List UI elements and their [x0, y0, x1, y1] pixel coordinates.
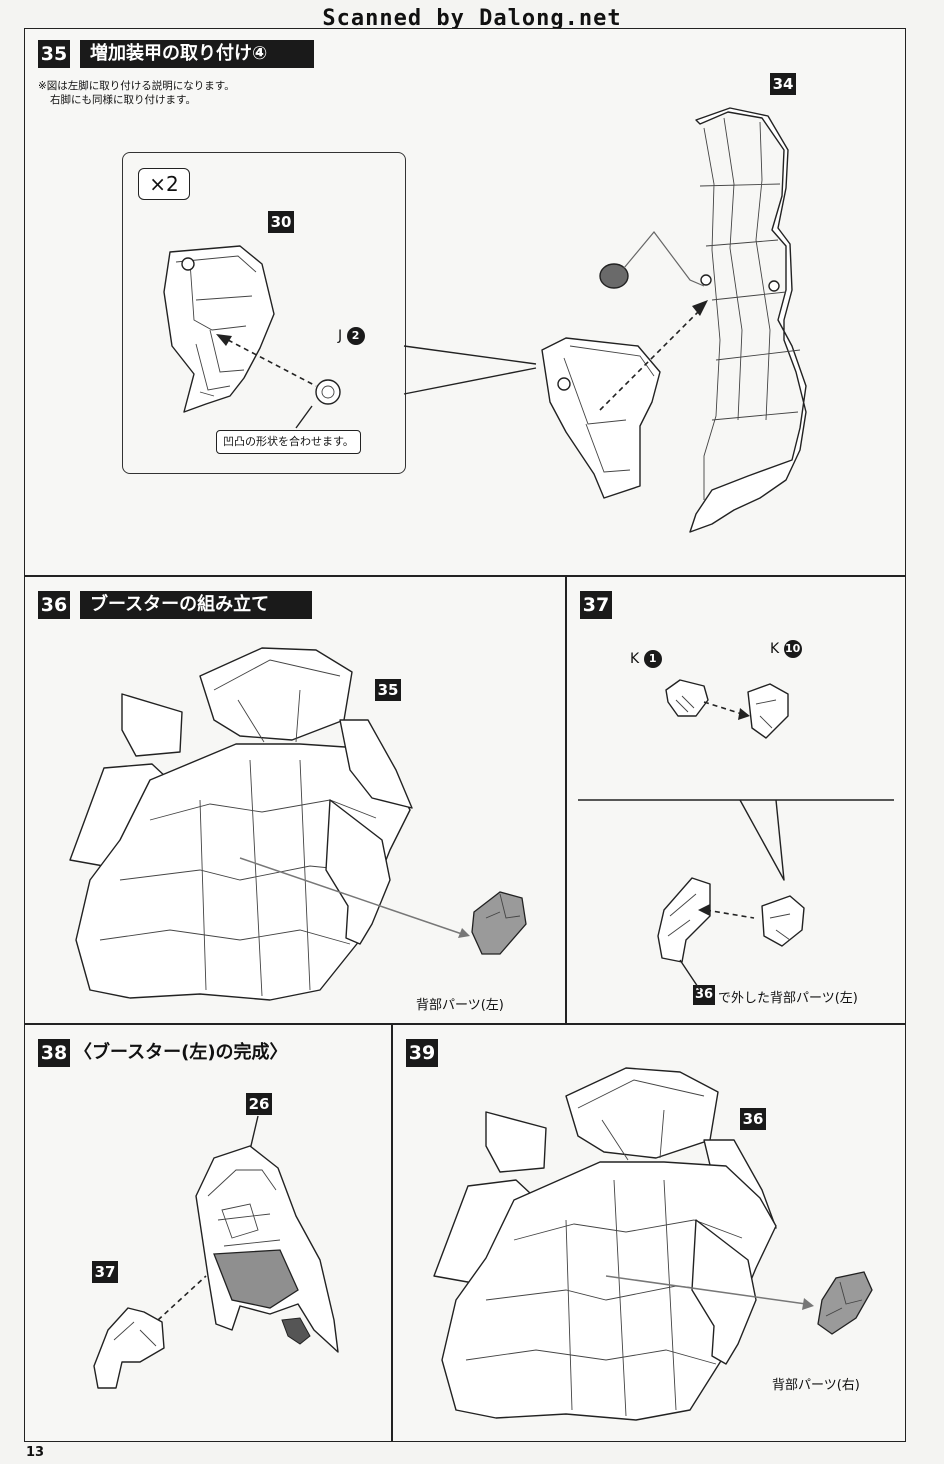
step-39-number: 39	[406, 1039, 438, 1067]
step-36-title: ブースターの組み立て	[80, 591, 312, 619]
step-36-number: 36	[38, 591, 70, 619]
runner-k10-number: 10	[783, 640, 802, 658]
runner-k10: K 10	[770, 640, 802, 658]
runner-k1: K 1	[630, 650, 662, 668]
part-ref-35: 35	[375, 679, 401, 701]
step-38-title: 〈ブースター(左)の完成〉	[74, 1042, 288, 1063]
runner-part-number: 2	[346, 327, 365, 345]
part-ref-30: 30	[268, 211, 294, 233]
step-35-illustration	[163, 107, 807, 533]
part-ref-36-step37: 36	[693, 985, 715, 1005]
runner-k1-letter: K	[630, 651, 640, 667]
runner-k1-number: 1	[643, 650, 662, 668]
step-38-number: 38	[38, 1039, 70, 1067]
removed-back-part-label: で外した背部パーツ(左)	[718, 991, 858, 1006]
alignment-callout: 凹凸の形状を合わせます。	[216, 430, 361, 454]
step-35-note-line1: ※図は左脚に取り付ける説明になります。	[38, 80, 235, 92]
runner-k10-letter: K	[770, 641, 780, 657]
step-35-note-line2: 右脚にも同様に取り付けます。	[50, 94, 196, 106]
back-part-right-label: 背部パーツ(右)	[772, 1378, 860, 1393]
quantity-multiplier: ×2	[138, 168, 190, 200]
back-part-left-label: 背部パーツ(左)	[416, 998, 504, 1013]
step-37-number: 37	[580, 591, 612, 619]
part-ref-34: 34	[770, 73, 796, 95]
part-ref-37: 37	[92, 1261, 118, 1283]
step-35-title: 増加装甲の取り付け④	[80, 40, 314, 68]
part-ref-26: 26	[246, 1093, 272, 1115]
runner-letter: J	[338, 328, 343, 344]
part-ref-36-step39: 36	[740, 1108, 766, 1130]
watermark-text: Scanned by Dalong.net	[318, 6, 626, 33]
step-35-number: 35	[38, 40, 70, 68]
watermark: Scanned by Dalong.net	[0, 6, 944, 33]
page-number: 13	[26, 1445, 45, 1460]
runner-j2: J 2	[338, 327, 365, 345]
